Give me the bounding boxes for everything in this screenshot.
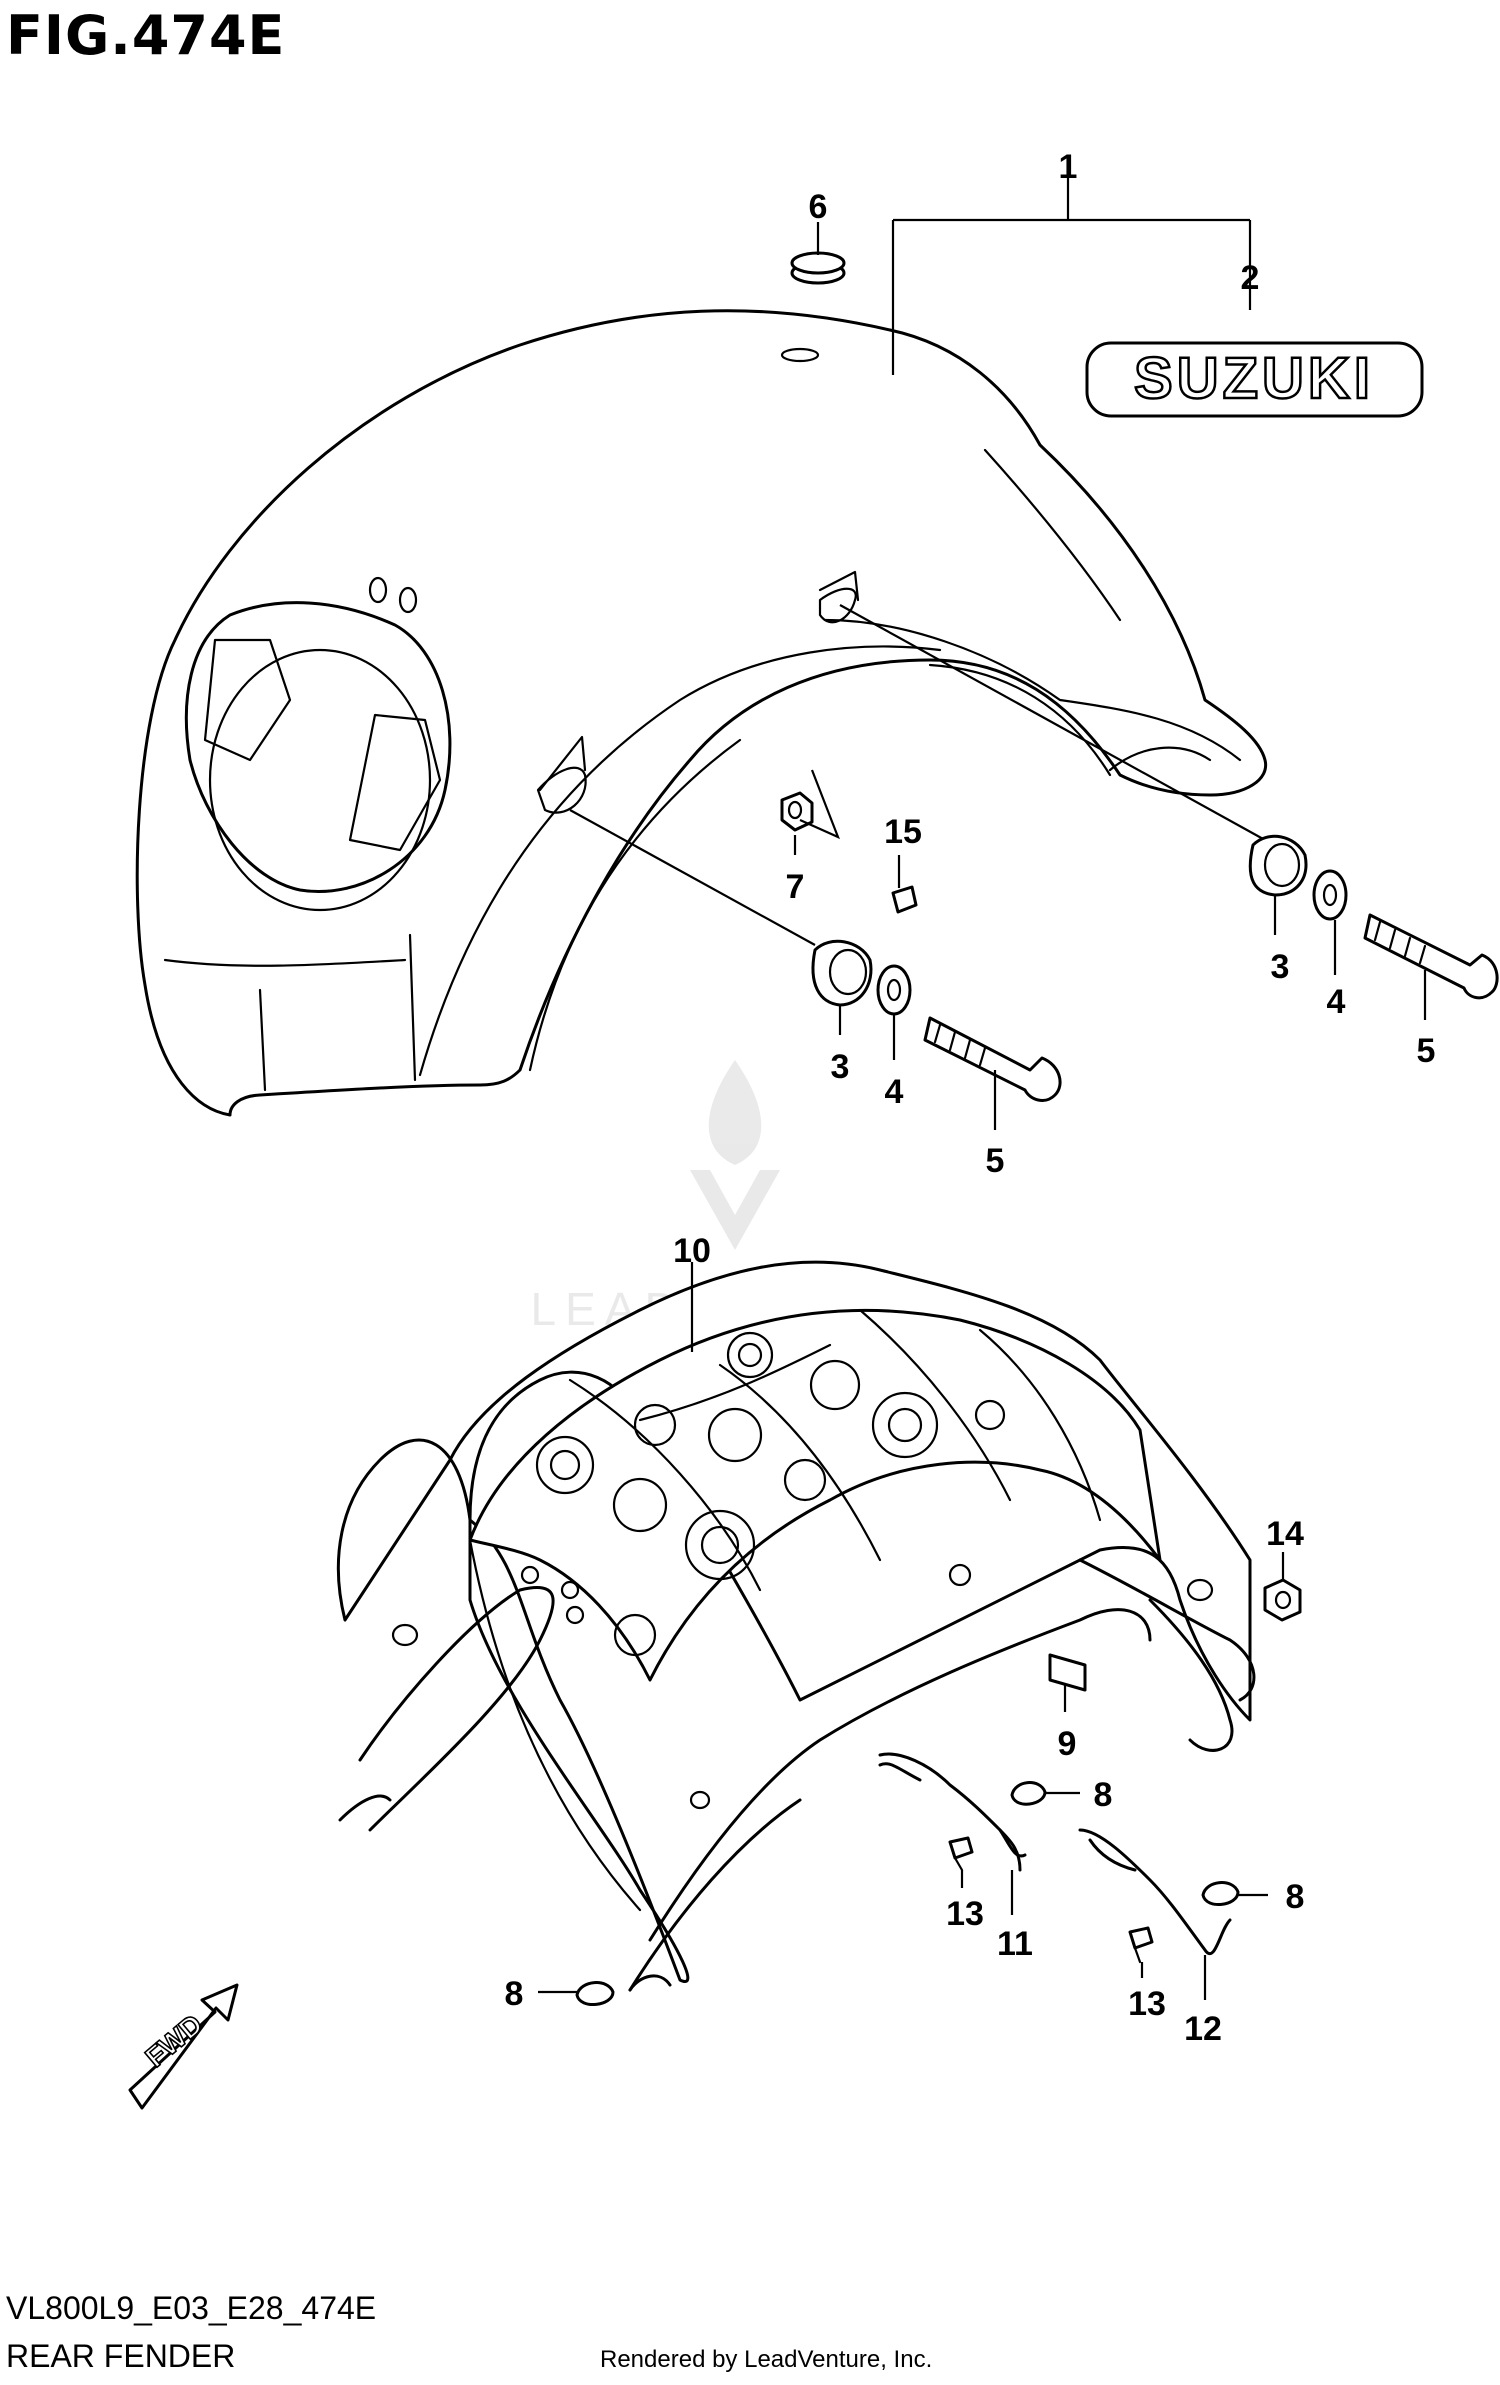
rendered-by-credit: Rendered by LeadVenture, Inc. <box>600 2346 933 2373</box>
clip-part-13-a <box>948 1836 974 1888</box>
nut-part-7 <box>780 769 840 855</box>
callout-15: 15 <box>884 813 922 851</box>
pad-part-9 <box>1048 1653 1087 1712</box>
figure-code: VL800L9_E03_E28_474E <box>6 2290 377 2326</box>
fwd-arrow: FWD <box>128 1983 239 2110</box>
callout-13-b: 13 <box>1128 1985 1166 2023</box>
callout-6: 6 <box>809 188 828 226</box>
callout-3-left: 3 <box>831 1048 850 1086</box>
rear-fender <box>135 309 1268 1117</box>
callout-4-left: 4 <box>885 1073 904 1111</box>
callout-11: 11 <box>997 1925 1033 1963</box>
callout-8-c: 8 <box>505 1975 524 2013</box>
callout-12: 12 <box>1184 2010 1222 2048</box>
suzuki-emblem-text: SUZUKI <box>1134 346 1374 411</box>
clip-part-13-b <box>1128 1926 1154 1978</box>
cushion-right <box>839 604 1499 1020</box>
clip-part-8-c <box>538 1981 615 2006</box>
clip-part-8-a <box>1010 1781 1080 1806</box>
callout-13-a: 13 <box>946 1895 984 1933</box>
callout-3-right: 3 <box>1271 948 1290 986</box>
callout-8-b: 8 <box>1286 1878 1305 1916</box>
wire-part-11 <box>878 1752 1027 1915</box>
section-name: REAR FENDER <box>6 2338 236 2374</box>
callout-8-a: 8 <box>1094 1776 1113 1814</box>
screw-part-15 <box>891 855 918 914</box>
callout-labels: 1 2 6 15 7 3 4 5 3 4 5 10 14 9 8 13 11 8… <box>505 148 1436 2048</box>
clip-part-8-b <box>1201 1881 1268 1906</box>
callout-1: 1 <box>1059 148 1078 186</box>
callout-7: 7 <box>786 868 805 906</box>
callout-4-right: 4 <box>1327 983 1346 1021</box>
suzuki-emblem: SUZUKI <box>1085 341 1424 418</box>
wire-part-12 <box>1078 1828 1232 2000</box>
callout-9: 9 <box>1058 1725 1077 1763</box>
cushion-left <box>569 809 1062 1130</box>
leader-group-1-2 <box>891 175 1252 375</box>
callout-14: 14 <box>1266 1515 1304 1553</box>
grommet-part-6 <box>790 222 846 285</box>
callout-5-left: 5 <box>986 1142 1005 1180</box>
callout-5-right: 5 <box>1417 1032 1436 1070</box>
callout-2: 2 <box>1241 259 1260 297</box>
callout-10: 10 <box>673 1232 711 1270</box>
figure-title: FIG.474E <box>6 4 286 67</box>
nut-part-14 <box>1263 1552 1302 1622</box>
fender-brace <box>336 1260 1256 1992</box>
